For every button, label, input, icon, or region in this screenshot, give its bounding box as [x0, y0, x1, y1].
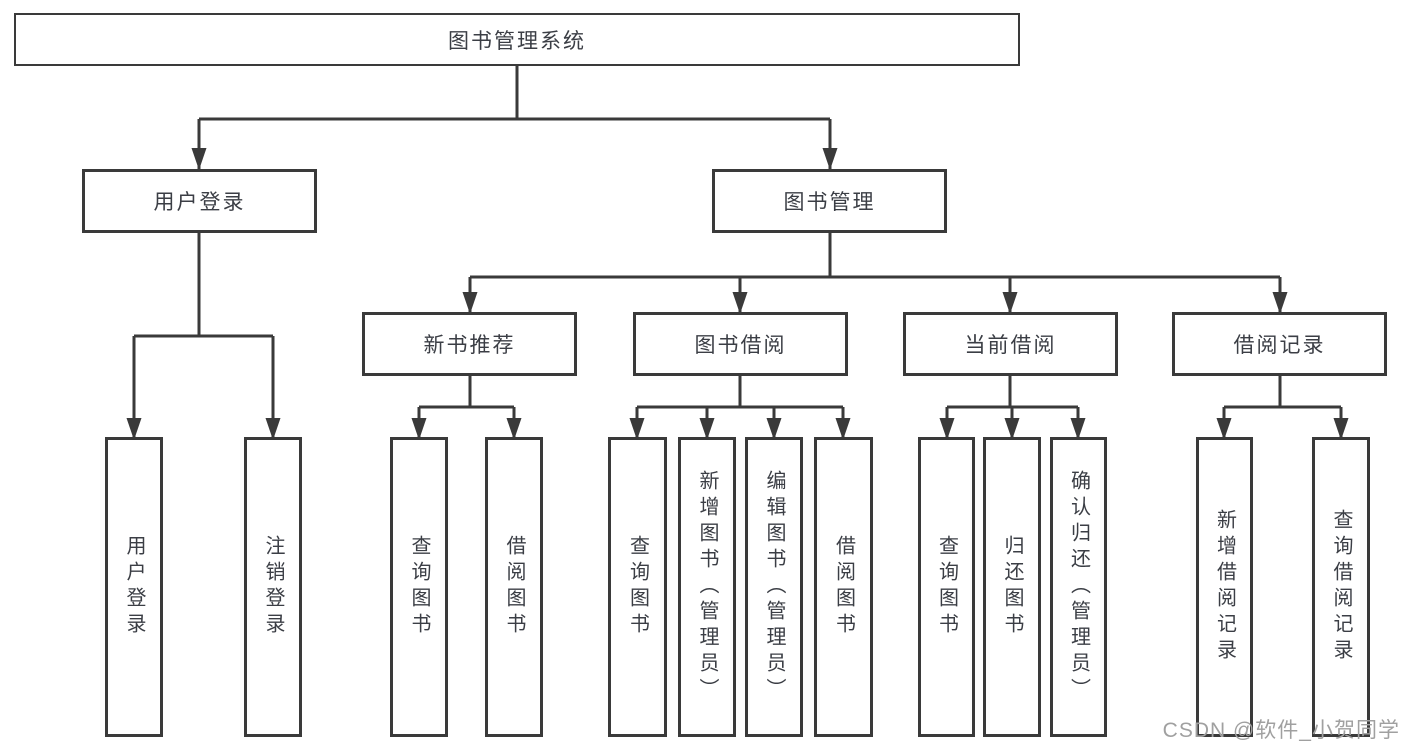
node-label: 确认归还（管理员） [1067, 470, 1090, 704]
node-label: 注销登录 [262, 535, 284, 639]
node-label: 编辑图书（管理员） [763, 470, 785, 704]
arrow-down-icon [699, 418, 715, 440]
leaf-return-books: 归还图书 [983, 437, 1041, 737]
leaf-user-login: 用户登录 [105, 437, 163, 737]
connector-book-management-split [468, 233, 1282, 312]
arrow-down-icon [835, 418, 851, 440]
node-label: 借阅图书 [503, 535, 525, 639]
node-label: 借阅图书 [832, 535, 855, 639]
arrow-down-icon [1272, 292, 1288, 314]
leaf-borrow-books-recommend: 借阅图书 [485, 437, 543, 737]
node-label: 图书借阅 [694, 334, 787, 357]
leaf-confirm-return-admin: 确认归还（管理员） [1050, 437, 1107, 737]
connector-user-login-split [132, 233, 275, 437]
node-label: 借阅记录 [1233, 334, 1326, 357]
leaf-add-borrowing-record: 新增借阅记录 [1196, 437, 1253, 737]
node-book-management: 图书管理 [712, 169, 947, 233]
arrow-down-icon [506, 418, 522, 440]
node-new-book-recommendation: 新书推荐 [362, 312, 577, 376]
node-label: 当前借阅 [964, 334, 1057, 357]
connector-borrowing-records-split [1222, 376, 1343, 437]
arrow-down-icon [411, 418, 427, 440]
node-current-borrowing: 当前借阅 [903, 312, 1118, 376]
arrow-down-icon [1070, 418, 1086, 440]
connector-book-borrowing-split [635, 376, 845, 437]
arrow-down-icon [1004, 418, 1020, 440]
leaf-borrow-books-borrowing: 借阅图书 [814, 437, 873, 737]
node-label: 新增借阅记录 [1213, 509, 1236, 665]
arrow-down-icon [732, 292, 748, 314]
connector-root-split [197, 66, 832, 169]
node-borrowing-records: 借阅记录 [1172, 312, 1387, 376]
leaf-query-books-recommend: 查询图书 [390, 437, 448, 737]
node-label: 图书管理 [783, 191, 876, 214]
arrow-down-icon [822, 148, 838, 170]
leaf-query-borrowing-record: 查询借阅记录 [1312, 437, 1370, 737]
arrowheads [126, 148, 1349, 440]
leaf-edit-book-admin: 编辑图书（管理员） [745, 437, 803, 737]
node-label: 用户登录 [123, 535, 145, 639]
node-label: 查询借阅记录 [1330, 509, 1352, 665]
node-label: 归还图书 [1001, 535, 1023, 639]
arrow-down-icon [191, 148, 207, 170]
leaf-query-books-borrowing: 查询图书 [608, 437, 667, 737]
arrow-down-icon [1333, 418, 1349, 440]
node-library-management-system: 图书管理系统 [14, 13, 1020, 66]
node-label: 查询图书 [935, 535, 958, 639]
arrow-down-icon [629, 418, 645, 440]
node-label: 查询图书 [626, 535, 649, 639]
node-label: 用户登录 [153, 191, 246, 214]
leaf-logout: 注销登录 [244, 437, 302, 737]
watermark: CSDN @软件_小贺同学 [1162, 719, 1400, 742]
arrow-down-icon [265, 418, 281, 440]
node-label: 新增图书（管理员） [696, 470, 718, 704]
node-user-login: 用户登录 [82, 169, 317, 233]
arrow-down-icon [1002, 292, 1018, 314]
connector-new-book-split [417, 376, 516, 437]
leaf-query-books-current: 查询图书 [918, 437, 975, 737]
arrow-down-icon [462, 292, 478, 314]
leaf-add-book-admin: 新增图书（管理员） [678, 437, 736, 737]
node-label: 图书管理系统 [448, 29, 586, 53]
node-label: 新书推荐 [423, 334, 516, 357]
arrow-down-icon [766, 418, 782, 440]
node-book-borrowing: 图书借阅 [633, 312, 848, 376]
arrow-down-icon [939, 418, 955, 440]
arrow-down-icon [1216, 418, 1232, 440]
node-label: 查询图书 [408, 535, 430, 639]
arrow-down-icon [126, 418, 142, 440]
